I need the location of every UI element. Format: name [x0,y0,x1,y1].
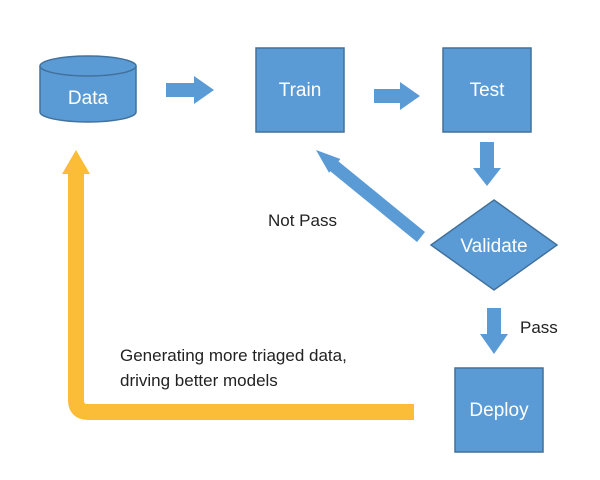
feedback-arrow [62,150,414,420]
arrow-test-to-validate [473,142,501,186]
arrow-validate-to-train-shaft [330,161,425,242]
node-test: Test [442,47,532,133]
node-label-deploy: Deploy [469,400,529,421]
arrow-data-to-train [166,76,214,104]
edge-label-pass: Pass [520,318,558,337]
validate-diamond [429,199,559,291]
arrow-train-to-test [374,82,420,110]
test-box [442,47,532,133]
node-data: Data [39,55,137,123]
edge-label-not-pass: Not Pass [268,211,337,230]
data-cylinder-body [39,66,137,123]
node-deploy: Deploy [454,367,544,453]
node-label-test: Test [470,80,506,101]
deploy-box [454,367,544,453]
node-label-data: Data [68,88,109,109]
feedback-arrow-head [62,150,90,174]
feedback-arrow-shaft [68,172,414,420]
node-train: Train [255,47,345,133]
feedback-caption-line-1: Generating more triaged data, [120,346,347,365]
node-label-train: Train [279,80,322,101]
data-cylinder-top [39,55,137,77]
train-box [255,47,345,133]
node-label-validate: Validate [460,236,527,257]
arrow-validate-to-deploy [480,308,508,354]
feedback-caption-line-2: driving better models [120,371,278,390]
node-validate: Validate [429,199,559,291]
